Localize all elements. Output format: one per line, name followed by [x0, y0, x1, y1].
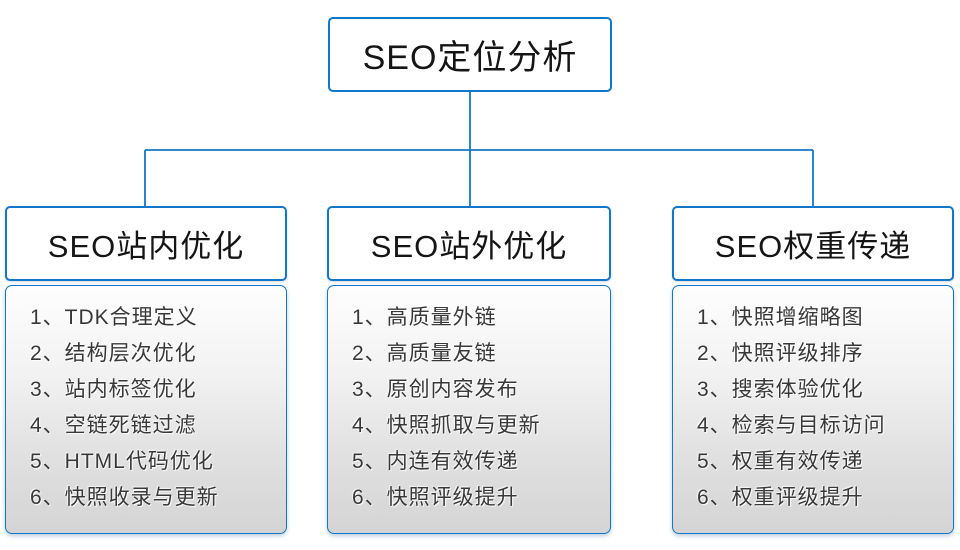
column-onsite-list: 1、TDK合理定义 2、结构层次优化 3、站内标签优化 4、空链死链过滤 5、H…	[5, 285, 287, 534]
list-item: 6、快照收录与更新	[30, 486, 219, 509]
list-item: 4、空链死链过滤	[30, 414, 197, 437]
list-item: 4、快照抓取与更新	[352, 414, 541, 437]
column-weight: SEO权重传递 1、快照增缩略图 2、快照评级排序 3、搜索体验优化 4、检索与…	[672, 206, 954, 534]
list-item: 5、内连有效传递	[352, 450, 519, 473]
list-item: 5、HTML代码优化	[30, 450, 214, 473]
list-item: 3、原创内容发布	[352, 378, 519, 401]
list-item: 1、TDK合理定义	[30, 306, 198, 329]
list-item: 3、搜索体验优化	[697, 378, 864, 401]
column-offsite-title: SEO站外优化	[370, 229, 568, 264]
column-onsite-header: SEO站内优化	[5, 206, 287, 281]
list-item: 2、高质量友链	[352, 342, 497, 365]
list-item: 2、结构层次优化	[30, 342, 197, 365]
list-item: 1、快照增缩略图	[697, 306, 864, 329]
list-item: 1、高质量外链	[352, 306, 497, 329]
list-item: 6、快照评级提升	[352, 486, 519, 509]
list-item: 2、快照评级排序	[697, 342, 864, 365]
column-offsite-header: SEO站外优化	[327, 206, 611, 281]
list-item: 3、站内标签优化	[30, 378, 197, 401]
column-onsite-title: SEO站内优化	[47, 229, 245, 264]
column-offsite-list: 1、高质量外链 2、高质量友链 3、原创内容发布 4、快照抓取与更新 5、内连有…	[327, 285, 611, 534]
list-item: 4、检索与目标访问	[697, 414, 886, 437]
root-node: SEO定位分析	[328, 17, 612, 92]
column-offsite: SEO站外优化 1、高质量外链 2、高质量友链 3、原创内容发布 4、快照抓取与…	[327, 206, 611, 534]
column-weight-list: 1、快照增缩略图 2、快照评级排序 3、搜索体验优化 4、检索与目标访问 5、权…	[672, 285, 954, 534]
column-onsite: SEO站内优化 1、TDK合理定义 2、结构层次优化 3、站内标签优化 4、空链…	[5, 206, 287, 534]
list-item: 5、权重有效传递	[697, 450, 864, 473]
root-node-label: SEO定位分析	[362, 39, 578, 77]
list-item: 6、权重评级提升	[697, 486, 864, 509]
column-weight-title: SEO权重传递	[714, 229, 912, 264]
column-weight-header: SEO权重传递	[672, 206, 954, 281]
